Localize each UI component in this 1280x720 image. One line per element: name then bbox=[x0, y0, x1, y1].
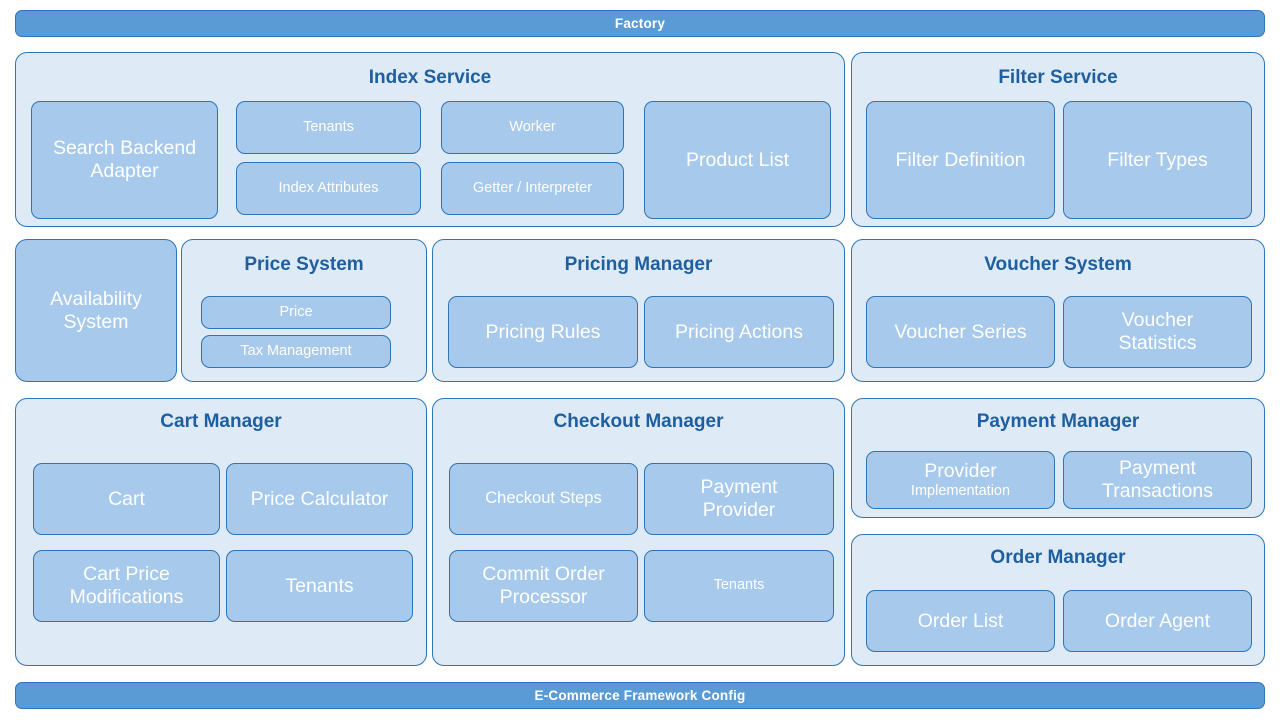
group-title-index-service: Index Service bbox=[368, 67, 492, 88]
group-voucher-system[interactable]: Voucher System Voucher Series Voucher St… bbox=[851, 239, 1265, 382]
tile-label-line1: Search Backend bbox=[52, 137, 197, 159]
tile-label-line2: Provider bbox=[702, 499, 776, 521]
tile-cart[interactable]: Cart bbox=[33, 463, 220, 535]
tile-provider-implementation[interactable]: Provider Implementation bbox=[866, 451, 1055, 509]
tile-index-attributes[interactable]: Index Attributes bbox=[236, 162, 421, 215]
tile-label: Order List bbox=[917, 609, 1004, 632]
tile-order-list[interactable]: Order List bbox=[866, 590, 1055, 652]
factory-bar-label: Factory bbox=[614, 16, 666, 31]
tile-label-line1: Cart Price bbox=[83, 563, 170, 585]
tile-label: Tax Management bbox=[240, 342, 352, 359]
tile-voucher-series[interactable]: Voucher Series bbox=[866, 296, 1055, 368]
tile-label: Tenants bbox=[713, 577, 765, 594]
tile-label: Tenants bbox=[285, 574, 354, 597]
tile-label: Checkout Steps bbox=[485, 489, 602, 508]
tile-payment-transactions[interactable]: Payment Transactions bbox=[1063, 451, 1252, 509]
tile-label: Product List bbox=[686, 148, 789, 171]
tile-label: Cart bbox=[108, 487, 145, 510]
factory-bar[interactable]: Factory bbox=[15, 10, 1265, 37]
tile-label-line1: Voucher bbox=[1121, 309, 1194, 331]
tile-order-agent[interactable]: Order Agent bbox=[1063, 590, 1252, 652]
tile-payment-provider[interactable]: Payment Provider bbox=[644, 463, 834, 535]
group-cart-manager[interactable]: Cart Manager Cart Price Calculator Cart … bbox=[15, 398, 427, 666]
tile-label: Index Attributes bbox=[278, 179, 379, 196]
tile-tax-management[interactable]: Tax Management bbox=[201, 335, 391, 368]
group-order-manager[interactable]: Order Manager Order List Order Agent bbox=[851, 534, 1265, 666]
tile-label-line2: Processor bbox=[499, 586, 588, 608]
group-title-cart-manager: Cart Manager bbox=[160, 411, 282, 432]
tile-label: Filter Types bbox=[1107, 148, 1208, 171]
tile-label-line2: Transactions bbox=[1102, 480, 1213, 502]
group-title-filter-service: Filter Service bbox=[998, 67, 1118, 88]
group-title-voucher-system: Voucher System bbox=[984, 254, 1132, 275]
tile-label-line2: Statistics bbox=[1118, 332, 1197, 354]
group-price-system[interactable]: Price System Price Tax Management bbox=[181, 239, 427, 382]
tile-label-line2: Adapter bbox=[90, 160, 159, 182]
group-pricing-manager[interactable]: Pricing Manager Pricing Rules Pricing Ac… bbox=[432, 239, 845, 382]
tile-pricing-rules[interactable]: Pricing Rules bbox=[448, 296, 638, 368]
tile-cart-price-modifications[interactable]: Cart Price Modifications bbox=[33, 550, 220, 622]
tile-label-line1: Availability bbox=[50, 287, 142, 310]
tile-label-line2: Implementation bbox=[910, 482, 1011, 499]
tile-label: Filter Definition bbox=[895, 148, 1026, 171]
tile-price[interactable]: Price bbox=[201, 296, 391, 329]
tile-label-line1: Provider bbox=[924, 459, 997, 482]
tile-tenants-index[interactable]: Tenants bbox=[236, 101, 421, 154]
tile-label-line2: System bbox=[63, 310, 129, 333]
group-checkout-manager[interactable]: Checkout Manager Checkout Steps Payment … bbox=[432, 398, 845, 666]
tile-getter-interpreter[interactable]: Getter / Interpreter bbox=[441, 162, 624, 215]
tile-label-line1: Payment bbox=[700, 476, 778, 498]
tile-label: Pricing Rules bbox=[485, 320, 601, 343]
tile-tenants-cart[interactable]: Tenants bbox=[226, 550, 413, 622]
tile-label: Pricing Actions bbox=[675, 320, 803, 343]
tile-worker[interactable]: Worker bbox=[441, 101, 624, 154]
group-title-pricing-manager: Pricing Manager bbox=[564, 254, 713, 275]
tile-label-line2: Modifications bbox=[69, 586, 184, 608]
group-index-service[interactable]: Index Service Search Backend Adapter Ten… bbox=[15, 52, 845, 227]
tile-tenants-checkout[interactable]: Tenants bbox=[644, 550, 834, 622]
tile-label: Price Calculator bbox=[250, 487, 389, 510]
tile-label: Getter / Interpreter bbox=[472, 179, 593, 196]
group-title-price-system: Price System bbox=[244, 254, 364, 275]
tile-price-calculator[interactable]: Price Calculator bbox=[226, 463, 413, 535]
group-title-checkout-manager: Checkout Manager bbox=[553, 411, 724, 432]
tile-search-backend-adapter[interactable]: Search Backend Adapter bbox=[31, 101, 218, 219]
tile-filter-types[interactable]: Filter Types bbox=[1063, 101, 1252, 219]
tile-checkout-steps[interactable]: Checkout Steps bbox=[449, 463, 638, 535]
group-title-payment-manager: Payment Manager bbox=[976, 411, 1140, 432]
group-payment-manager[interactable]: Payment Manager Provider Implementation … bbox=[851, 398, 1265, 518]
tile-label-line1: Commit Order bbox=[482, 563, 605, 585]
framework-config-bar-label: E-Commerce Framework Config bbox=[534, 688, 746, 703]
tile-label: Price bbox=[279, 303, 313, 320]
group-title-order-manager: Order Manager bbox=[990, 547, 1126, 568]
tile-availability-system[interactable]: Availability System bbox=[15, 239, 177, 382]
tile-label: Tenants bbox=[303, 118, 354, 135]
tile-commit-order-processor[interactable]: Commit Order Processor bbox=[449, 550, 638, 622]
tile-voucher-statistics[interactable]: Voucher Statistics bbox=[1063, 296, 1252, 368]
framework-config-bar[interactable]: E-Commerce Framework Config bbox=[15, 682, 1265, 709]
tile-product-list[interactable]: Product List bbox=[644, 101, 831, 219]
group-filter-service[interactable]: Filter Service Filter Definition Filter … bbox=[851, 52, 1265, 227]
tile-label: Order Agent bbox=[1104, 609, 1211, 632]
tile-label: Voucher Series bbox=[894, 320, 1027, 343]
tile-pricing-actions[interactable]: Pricing Actions bbox=[644, 296, 834, 368]
tile-label-line1: Payment bbox=[1119, 457, 1196, 479]
tile-label: Worker bbox=[509, 118, 556, 135]
tile-filter-definition[interactable]: Filter Definition bbox=[866, 101, 1055, 219]
